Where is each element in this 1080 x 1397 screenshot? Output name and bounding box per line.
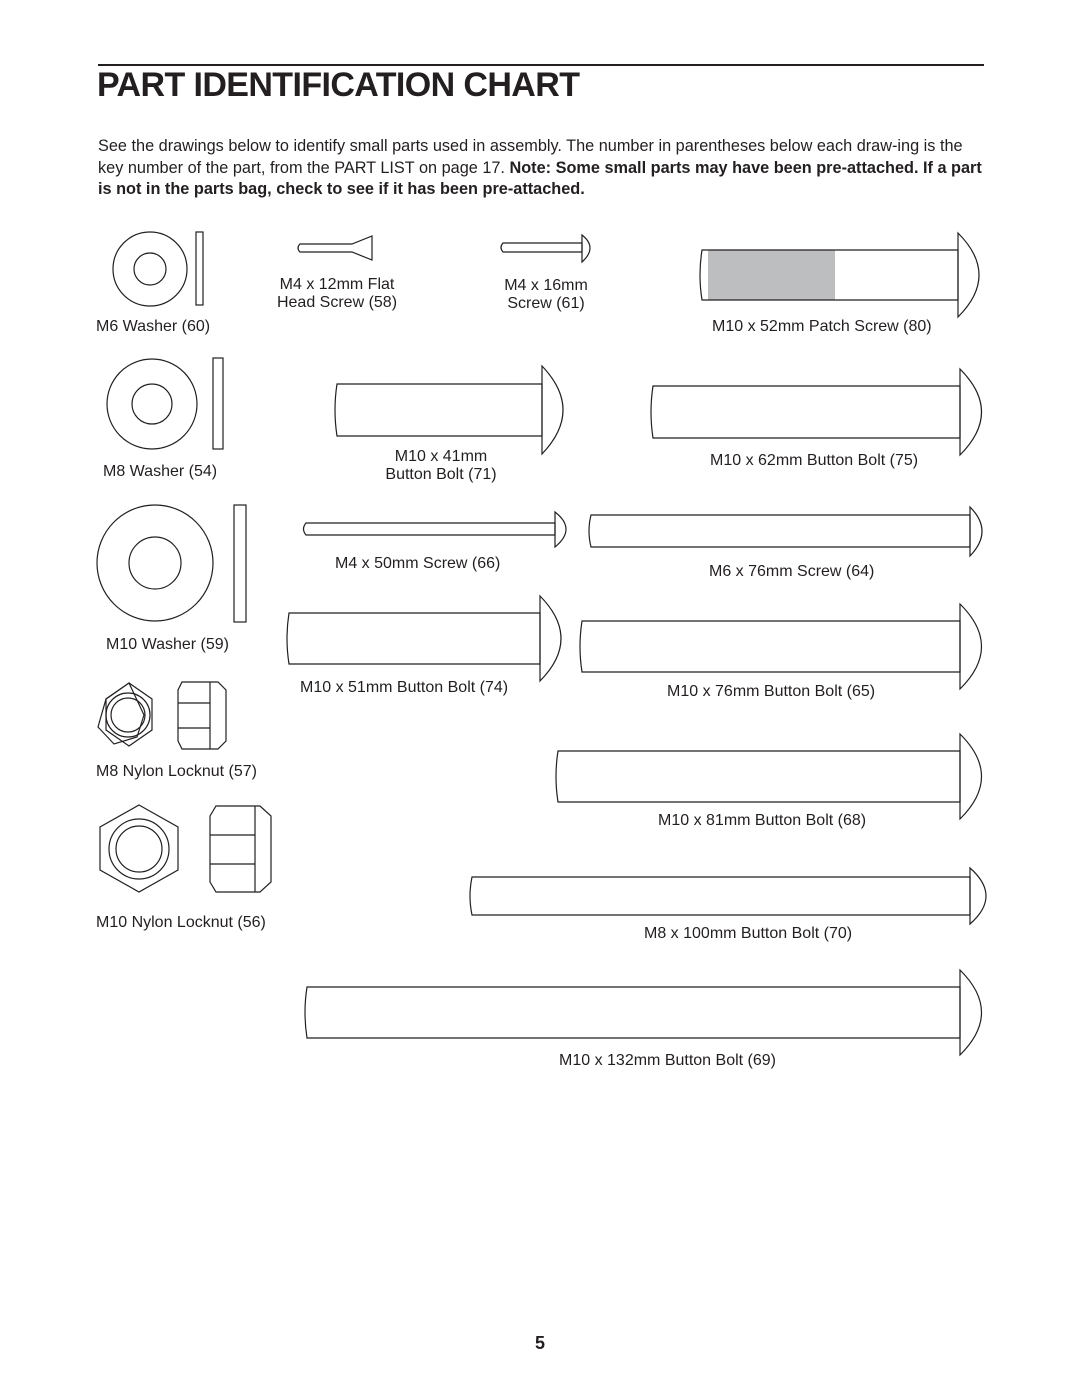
m4-16mm-label-line2: Screw (61) <box>507 295 585 312</box>
m4-12mm-label-line1: M4 x 12mm Flat <box>279 276 395 293</box>
m10-51mm-button-bolt-drawing <box>286 594 562 683</box>
m8-100mm-button-bolt-label: M8 x 100mm Button Bolt (70) <box>644 925 853 942</box>
m10-51mm-button-bolt-label: M10 x 51mm Button Bolt (74) <box>300 679 509 696</box>
m10-62mm-button-bolt-label: M10 x 62mm Button Bolt (75) <box>710 452 919 469</box>
m10-132mm-button-bolt-drawing <box>304 968 982 1057</box>
m4-12mm-flat-head-screw-label: M4 x 12mm Flat Head Screw (58) <box>268 276 406 312</box>
m10-62mm-button-bolt-drawing <box>650 367 982 457</box>
page-title: PART IDENTIFICATION CHART <box>97 66 580 104</box>
m8-100mm-button-bolt-drawing <box>469 866 987 926</box>
intro-paragraph: See the drawings below to identify small… <box>98 136 988 201</box>
m10-41mm-button-bolt-drawing <box>334 364 564 456</box>
m10-81mm-button-bolt-label: M10 x 81mm Button Bolt (68) <box>658 812 867 829</box>
m6-washer-drawing <box>112 231 204 307</box>
m4-16mm-label-line1: M4 x 16mm <box>504 277 588 294</box>
m8-nylon-locknut-drawing <box>97 681 227 750</box>
m6-76mm-screw-drawing <box>588 505 983 558</box>
m4-50mm-screw-drawing <box>302 510 567 549</box>
m10-41mm-label-line1: M10 x 41mm <box>394 448 488 465</box>
m10-nylon-locknut-label: M10 Nylon Locknut (56) <box>96 914 266 931</box>
m4-16mm-screw-label: M4 x 16mm Screw (61) <box>494 277 598 313</box>
title-rule <box>98 64 984 66</box>
m4-50mm-screw-label: M4 x 50mm Screw (66) <box>335 555 501 572</box>
m10-washer-label: M10 Washer (59) <box>106 636 229 653</box>
m8-washer-label: M8 Washer (54) <box>103 463 218 480</box>
intro-text: See the drawings below to identify small… <box>98 137 963 177</box>
m10-41mm-button-bolt-label: M10 x 41mm Button Bolt (71) <box>376 448 506 484</box>
m10-132mm-button-bolt-label: M10 x 132mm Button Bolt (69) <box>559 1052 776 1069</box>
m10-76mm-button-bolt-drawing <box>579 602 982 691</box>
m4-12mm-flat-head-screw-drawing <box>297 235 373 261</box>
m10-52mm-patch-screw-label: M10 x 52mm Patch Screw (80) <box>712 318 932 335</box>
page-number: 5 <box>534 1333 545 1353</box>
m4-16mm-screw-drawing <box>500 233 591 264</box>
m10-nylon-locknut-drawing <box>99 804 272 893</box>
intro-note: Note: Some small parts may have been pre… <box>98 158 982 199</box>
m6-76mm-screw-label: M6 x 76mm Screw (64) <box>709 563 875 580</box>
m10-81mm-button-bolt-drawing <box>555 732 982 821</box>
m10-76mm-button-bolt-label: M10 x 76mm Button Bolt (65) <box>667 683 876 700</box>
m10-52mm-patch-screw-drawing <box>699 231 980 319</box>
m10-washer-drawing <box>96 504 247 623</box>
m4-12mm-label-line2: Head Screw (58) <box>276 294 398 311</box>
m10-41mm-label-line2: Button Bolt (71) <box>385 466 497 483</box>
m8-washer-drawing <box>106 357 224 450</box>
m8-nylon-locknut-label: M8 Nylon Locknut (57) <box>96 763 257 780</box>
m6-washer-label: M6 Washer (60) <box>96 318 211 335</box>
